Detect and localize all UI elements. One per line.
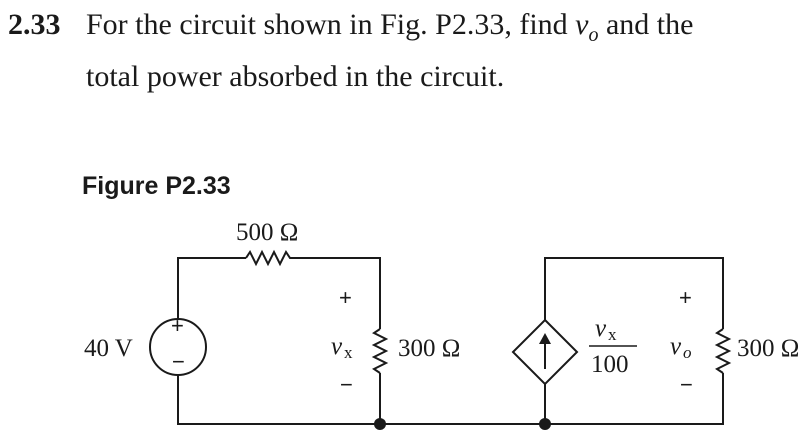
- vo-subscript: o: [588, 24, 599, 46]
- vo-variable: v: [670, 333, 682, 360]
- problem-number: 2.33: [8, 8, 61, 41]
- figure-title: Figure P2.33: [82, 172, 231, 200]
- resistor-500-ohm: [245, 249, 294, 267]
- problem-text-a: For the circuit shown in Fig. P2.33, fin…: [86, 8, 576, 41]
- voltage-source-40v: [149, 318, 207, 376]
- r3-label: 300 Ω: [737, 335, 799, 362]
- source-voltage-label: 40 V: [84, 335, 133, 362]
- r1-label: 500 Ω: [236, 219, 298, 246]
- wire-bottom-left: [177, 375, 380, 425]
- vo-subscript: o: [683, 343, 692, 362]
- problem-statement: 2.33 For the circuit shown in Fig. P2.33,…: [8, 4, 808, 97]
- r2-label: 300 Ω: [398, 335, 460, 362]
- vo-minus: −: [680, 372, 693, 397]
- vo-plus: +: [679, 285, 692, 310]
- wire-top-right: [294, 257, 381, 329]
- circuit-wires: [177, 257, 724, 425]
- wire-right-bottom: [544, 373, 724, 425]
- resistor-300-ohm-right: [714, 328, 732, 374]
- junction-dot-left: [374, 418, 386, 430]
- source-minus: −: [172, 349, 185, 374]
- problem-line-2: total power absorbed in the circuit.: [86, 60, 505, 93]
- dep-numerator-var: v: [595, 315, 607, 342]
- problem-text-b: and the: [598, 8, 694, 41]
- source-plus: +: [171, 313, 184, 338]
- vx-plus: +: [339, 285, 352, 310]
- problem-line-1: 2.33 For the circuit shown in Fig. P2.33,…: [8, 4, 808, 56]
- wire-right-top: [544, 257, 724, 329]
- dep-denominator: 100: [591, 351, 629, 378]
- vx-subscript: x: [344, 343, 353, 362]
- wire-top-left: [177, 257, 246, 319]
- dep-numerator-sub: x: [608, 325, 617, 344]
- arrow-head-icon: [539, 333, 551, 344]
- vx-variable: v: [331, 333, 343, 360]
- vo-variable: v: [575, 8, 589, 41]
- resistor-300-ohm-left: [371, 328, 389, 374]
- junction-dot-right: [539, 418, 551, 430]
- vx-minus: −: [340, 372, 353, 397]
